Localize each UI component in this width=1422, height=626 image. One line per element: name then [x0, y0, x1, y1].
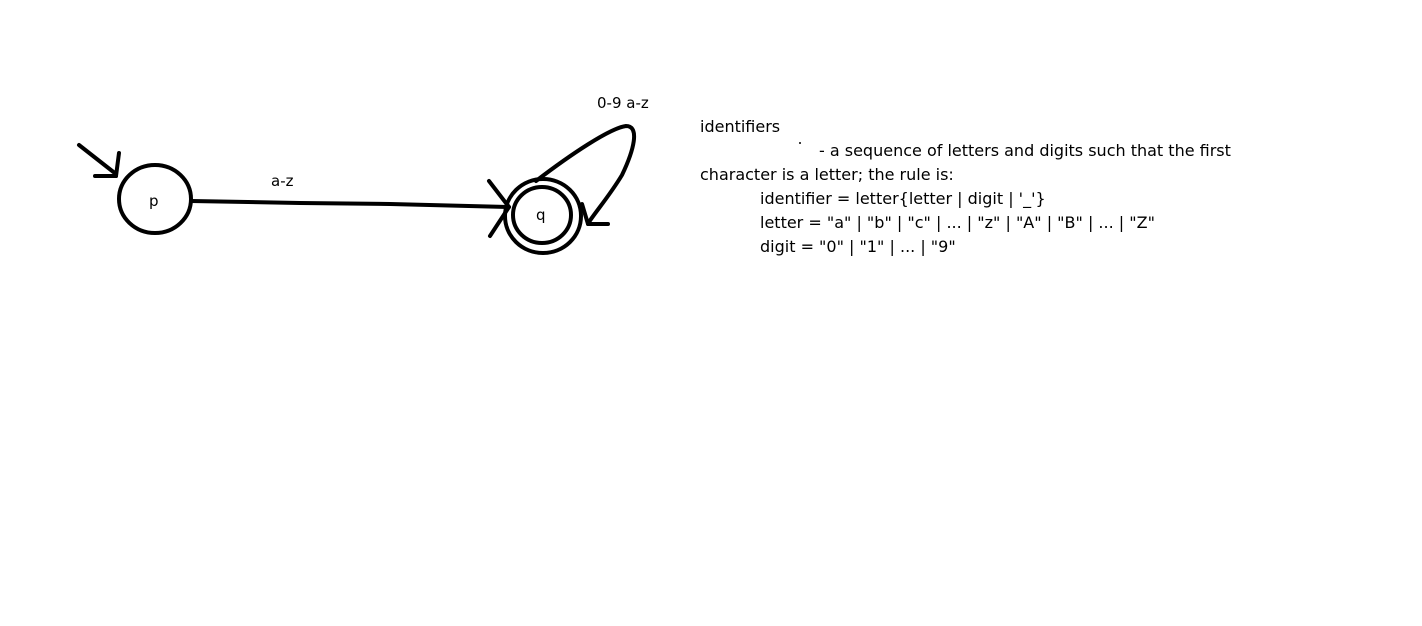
transition-q-q-label: 0-9 a-z: [597, 94, 649, 112]
state-q: q: [503, 177, 583, 255]
state-p: p: [117, 163, 193, 235]
transition-q-q: 0-9 a-z: [534, 94, 649, 226]
initial-arrow: [77, 143, 121, 178]
notes-description-line-2: character is a letter; the rule is:: [700, 165, 954, 184]
rule-identifier: identifier = letter{letter | digit | '_'…: [760, 189, 1046, 208]
state-p-label: p: [149, 192, 159, 210]
notes-description-line-1: - a sequence of letters and digits such …: [819, 141, 1231, 160]
notes-heading: identifiers: [700, 117, 781, 136]
identifier-notes: identifiers - a sequence of letters and …: [700, 115, 1380, 259]
transition-p-q: a-z: [189, 172, 511, 238]
transition-p-q-label: a-z: [271, 172, 294, 190]
stray-dot: [799, 142, 801, 144]
rule-digit: digit = "0" | "1" | ... | "9": [760, 237, 956, 256]
state-q-label: q: [536, 206, 546, 224]
rule-letter: letter = "a" | "b" | "c" | ... | "z" | "…: [760, 213, 1155, 232]
